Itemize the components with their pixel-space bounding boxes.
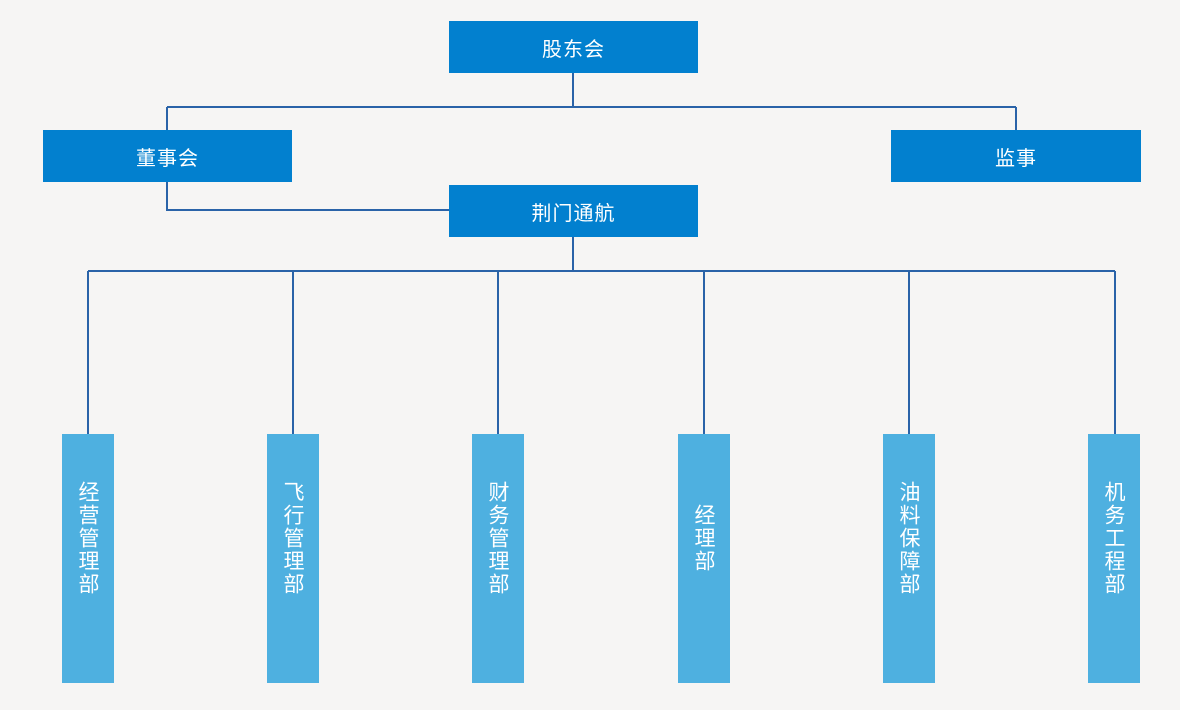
department-label: 经营管理部 (76, 481, 100, 596)
board-of-directors-label: 董事会 (136, 145, 199, 170)
department-label: 财务管理部 (486, 481, 510, 596)
department-label: 飞行管理部 (281, 481, 305, 596)
department-box-flight: 飞行管理部 (267, 434, 319, 683)
company-box: 荆门通航 (449, 185, 698, 237)
department-box-manager: 经理部 (678, 434, 730, 683)
supervisor-box: 监事 (891, 130, 1141, 182)
department-box-maintenance: 机务工程部 (1088, 434, 1140, 683)
department-label: 机务工程部 (1102, 481, 1126, 596)
department-label: 油料保障部 (897, 481, 921, 596)
department-box-operations: 经营管理部 (62, 434, 114, 683)
department-label: 经理部 (692, 504, 716, 573)
supervisor-label: 监事 (995, 145, 1037, 170)
connector-board-to-company (166, 182, 449, 211)
department-box-fuel: 油料保障部 (883, 434, 935, 683)
company-label: 荆门通航 (531, 200, 616, 225)
shareholders-meeting-box: 股东会 (449, 21, 698, 73)
shareholders-meeting-label: 股东会 (542, 36, 605, 61)
board-of-directors-box: 董事会 (43, 130, 292, 182)
department-box-finance: 财务管理部 (472, 434, 524, 683)
